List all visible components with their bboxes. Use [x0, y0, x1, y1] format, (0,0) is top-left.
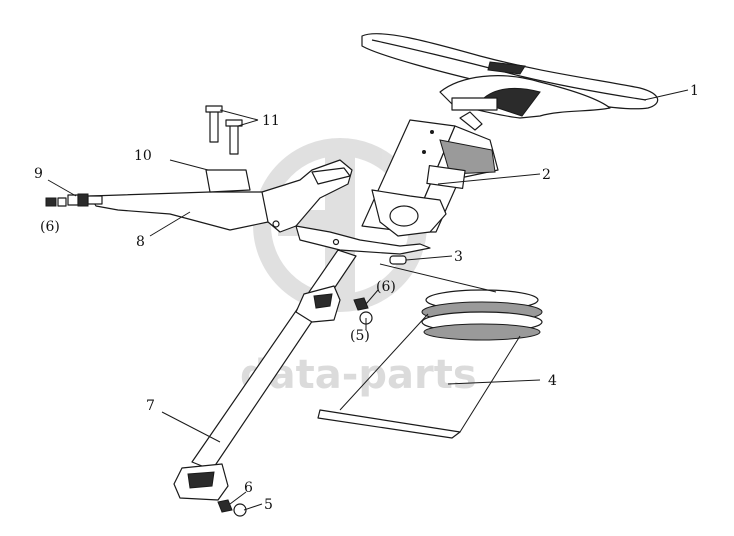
callout-6-bottom: 6: [244, 480, 253, 496]
callout-6-left: (6): [40, 219, 60, 235]
callout-labels: 1 2 3 4 (5) 5 (6) (6) 6 7 8 9 10 11: [34, 83, 699, 513]
callout-2: 2: [542, 167, 551, 183]
lower-shaft: [173, 249, 357, 501]
dust-boot: [317, 289, 543, 439]
leader-lines: [47, 89, 689, 511]
callout-10: 10: [134, 148, 152, 164]
callout-5-middle: (5): [350, 328, 370, 344]
callout-7: 7: [146, 398, 155, 414]
callout-8: 8: [136, 234, 145, 250]
callout-9: 9: [34, 166, 43, 182]
callout-6-middle: (6): [376, 279, 396, 295]
steering-wheel: [361, 33, 659, 119]
bolts-11: [205, 105, 243, 155]
callout-11: 11: [262, 113, 280, 129]
callout-1: 1: [690, 83, 699, 99]
callout-3: 3: [454, 249, 463, 265]
column-housing: [361, 111, 499, 237]
mounting-bracket: [89, 159, 431, 255]
connecting-pin: [389, 255, 407, 265]
callout-5-bottom: 5: [264, 497, 273, 513]
callout-4: 4: [548, 373, 557, 389]
fasteners-9: [45, 193, 103, 207]
